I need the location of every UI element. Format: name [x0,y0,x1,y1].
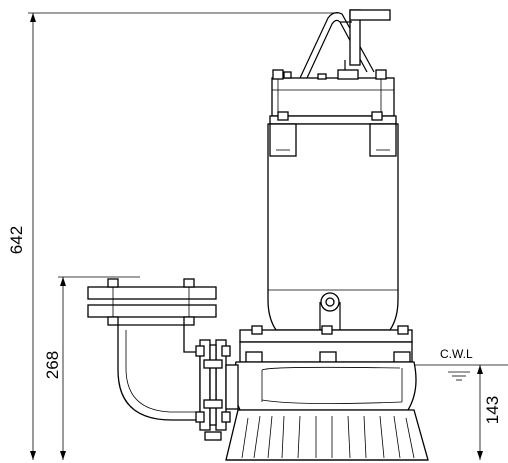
water-level-label: C.W.L [440,347,473,361]
dimension-total-height: 642 [7,12,340,460]
motor-body [267,123,399,331]
motor-cover [269,69,397,125]
dim-268-label: 268 [43,351,62,379]
dimension-water-level: 143 C.W.L [412,347,508,460]
dim-143-label: 143 [483,396,502,424]
dimension-discharge-height: 268 [43,276,140,460]
pump-casing [233,325,417,411]
strainer-base [225,409,429,461]
lifting-handle [299,9,391,79]
dim-642-label: 642 [7,226,26,254]
discharge-elbow [87,278,239,441]
